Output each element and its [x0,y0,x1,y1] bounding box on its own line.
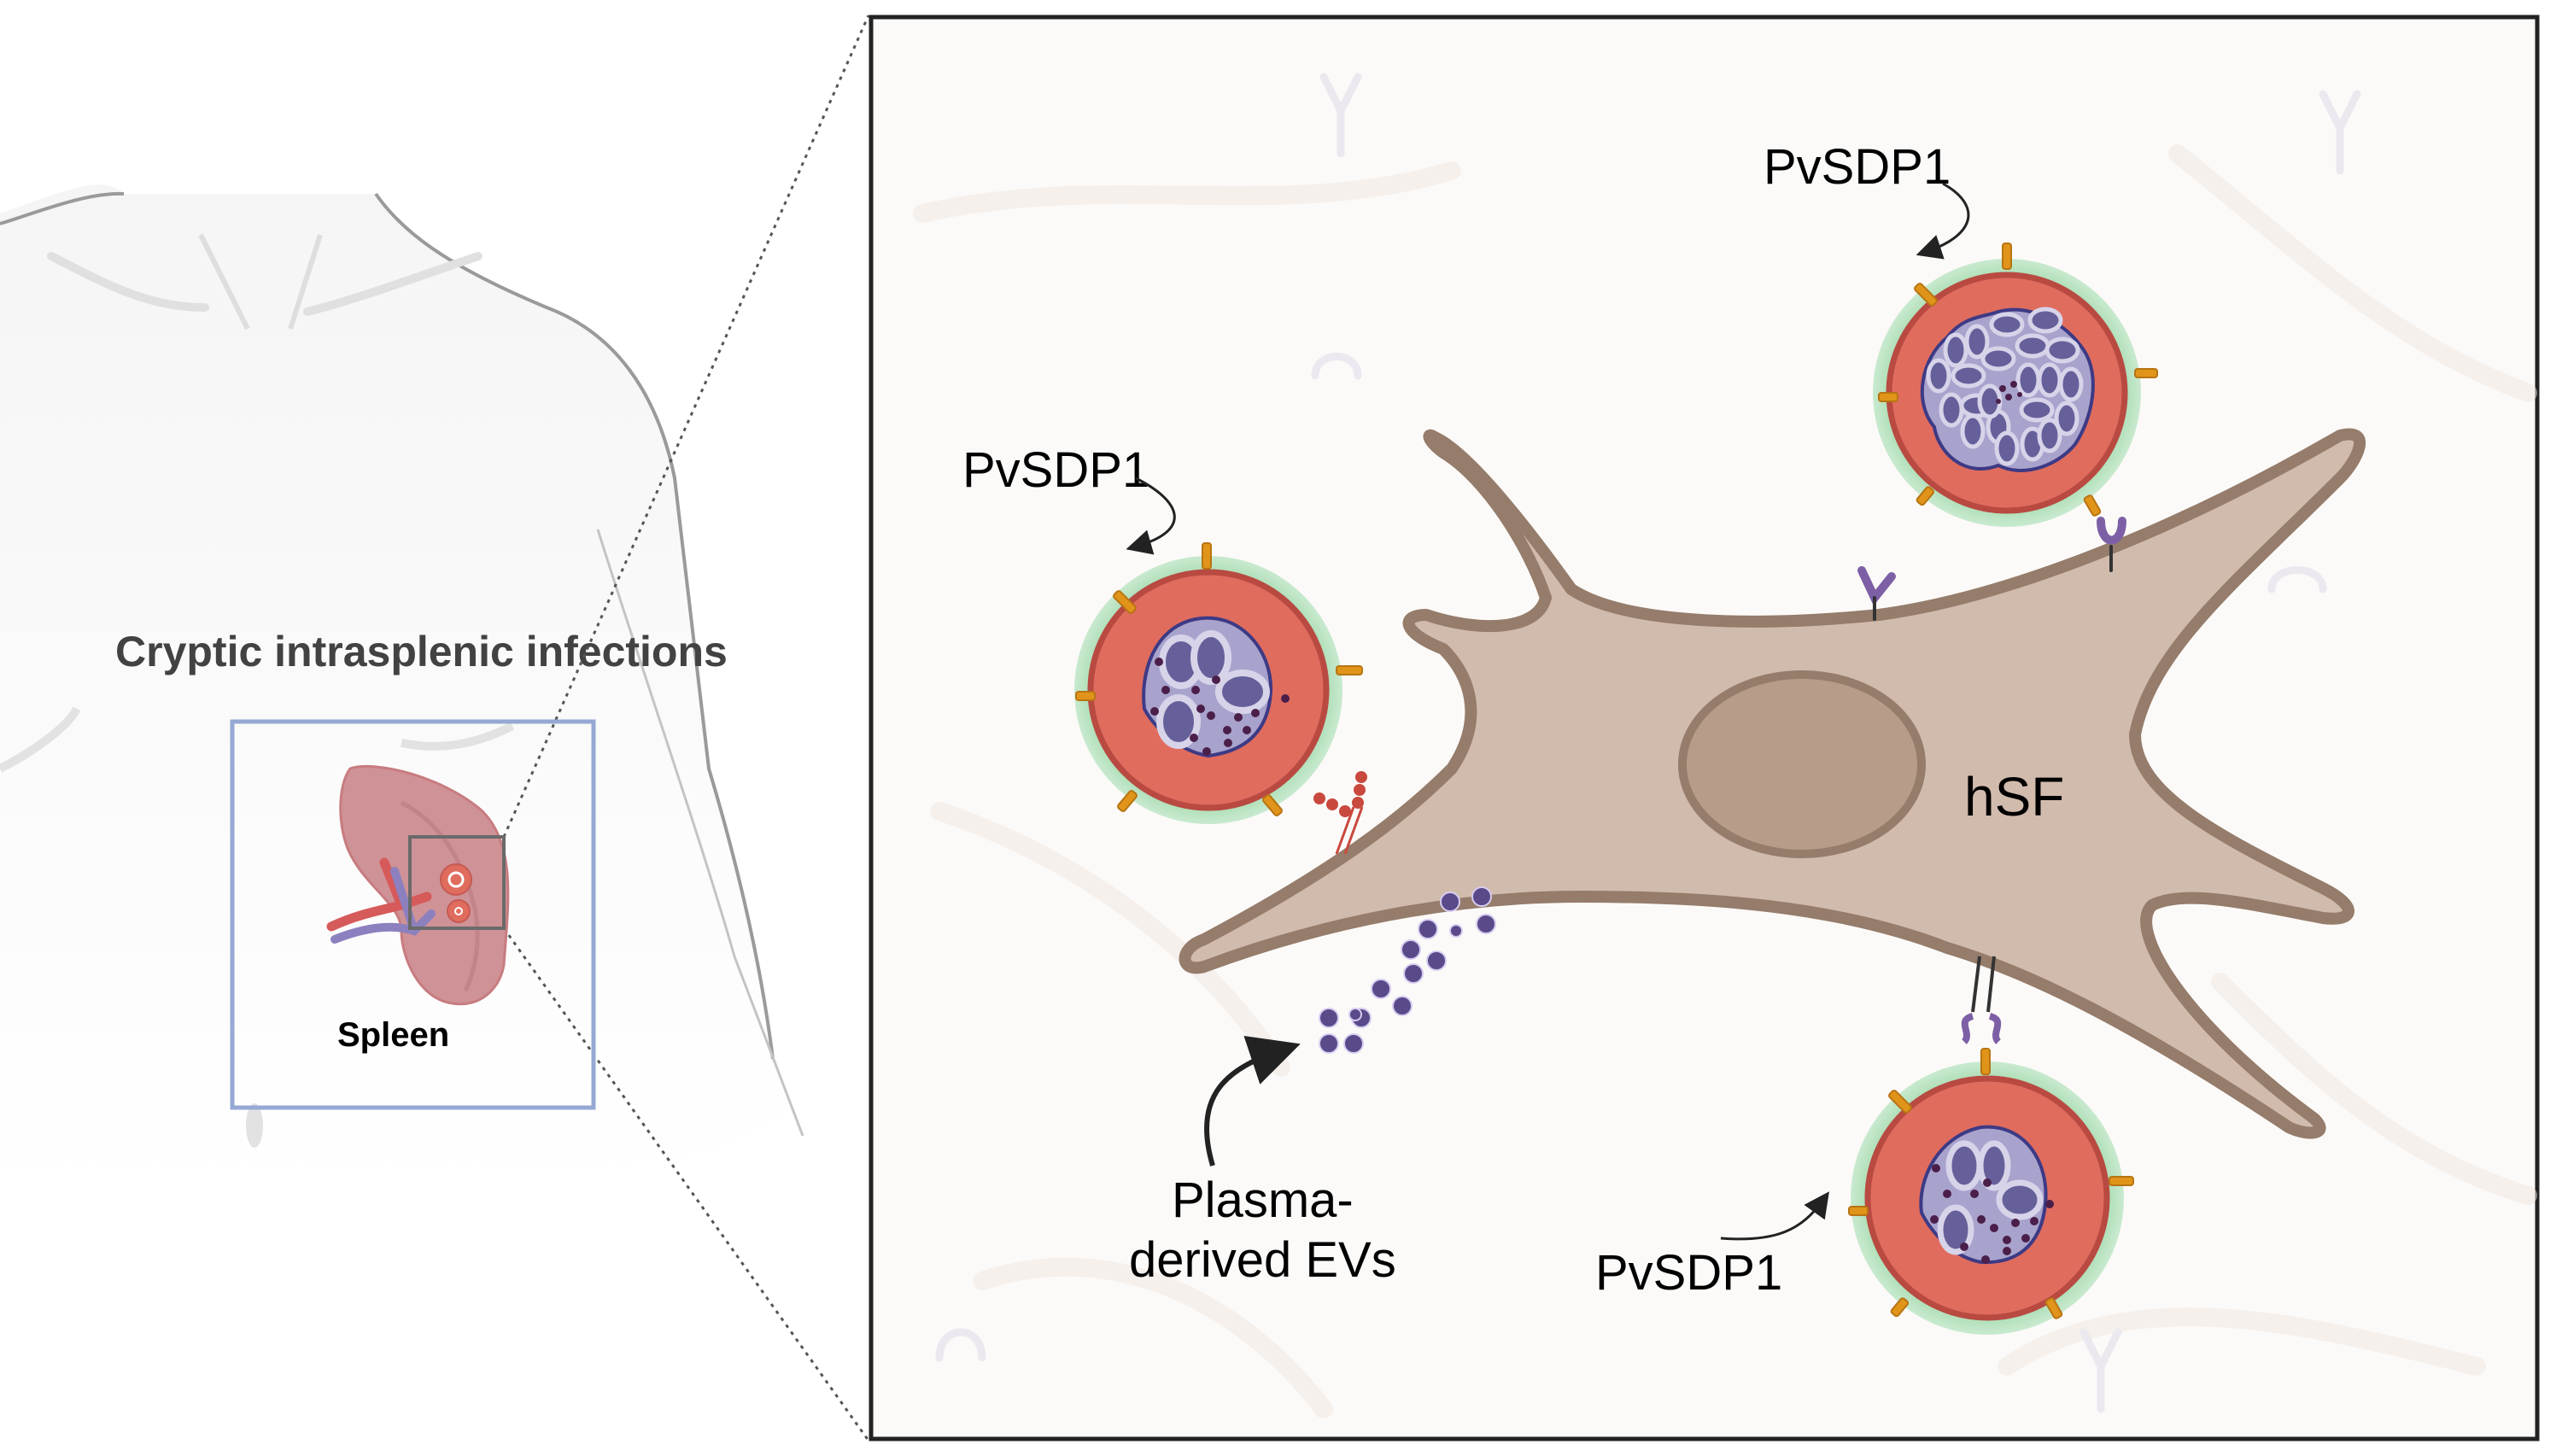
knob-proteins [1878,243,2158,517]
pvsdp1-arrow-left [1126,477,1176,555]
spleen-illustration [326,765,510,1006]
extracellular-vesicles [1319,886,1496,1054]
neck-line-right [288,234,323,330]
torso-outline-left [0,191,125,225]
torso-illustration [0,184,804,1196]
parasite-small-1 [447,871,465,888]
infected-rbc-left [1074,542,1363,824]
spleen-organ-icon [339,765,510,1006]
knob-proteins [1848,1048,2134,1319]
fibroblast-nucleus [1678,670,1926,858]
glycan-chain-icon [1313,771,1367,855]
pvsdp1-arrow-bottom [1720,1191,1829,1241]
pvsdp1-label-top-right: PvSDP1 [1764,139,1951,195]
spleen-fold [400,800,480,992]
torso-outline-right [374,192,775,1060]
pvsdp1-label-bottom: PvSDP1 [1595,1245,1782,1301]
ev-label-line2: derived EVs [1129,1232,1396,1288]
ev-arrow [1203,1035,1301,1167]
receptor-cup-icon [2097,517,2126,572]
navel [246,1103,263,1148]
spleen-zoom-region-box [408,835,506,930]
chest-shadow-right [401,722,515,751]
infected-rbc-small-1 [440,863,472,896]
ev-label-line1: Plasma- [1172,1172,1354,1228]
zoom-connector-bottom [502,927,870,1441]
infected-rbc-small-2 [447,899,471,923]
arm-outline [596,529,804,1137]
torso-body [0,184,786,1196]
chest-shadow-left [0,706,81,773]
left-panel-title: Cryptic intrasplenic infections [115,628,728,675]
clavicle-right [303,252,483,316]
pvsdp1-label-left: PvSDP1 [962,442,1149,498]
infected-rbc-top-right [1873,243,2158,527]
fibroblast-label: hSF [1964,766,2064,827]
artery-icon [326,857,432,932]
infected-rbc-bottom [1848,1048,2134,1335]
receptor-coil-icon [1961,956,2002,1044]
clavicle-left [47,252,209,312]
merozoites [1926,307,2084,466]
parasite-small-2 [454,907,463,915]
background-antibody-icons [935,73,2361,1413]
knob-proteins [1075,542,1363,816]
receptor-y-icon [1857,566,1896,621]
background-tissue-pattern [913,144,2537,1418]
pvsdp1-arrow-top-right [1916,182,1970,260]
neck-line-left [198,233,250,330]
spleen-inset-box [230,719,596,1110]
spleen-label: Spleen [337,1016,449,1054]
